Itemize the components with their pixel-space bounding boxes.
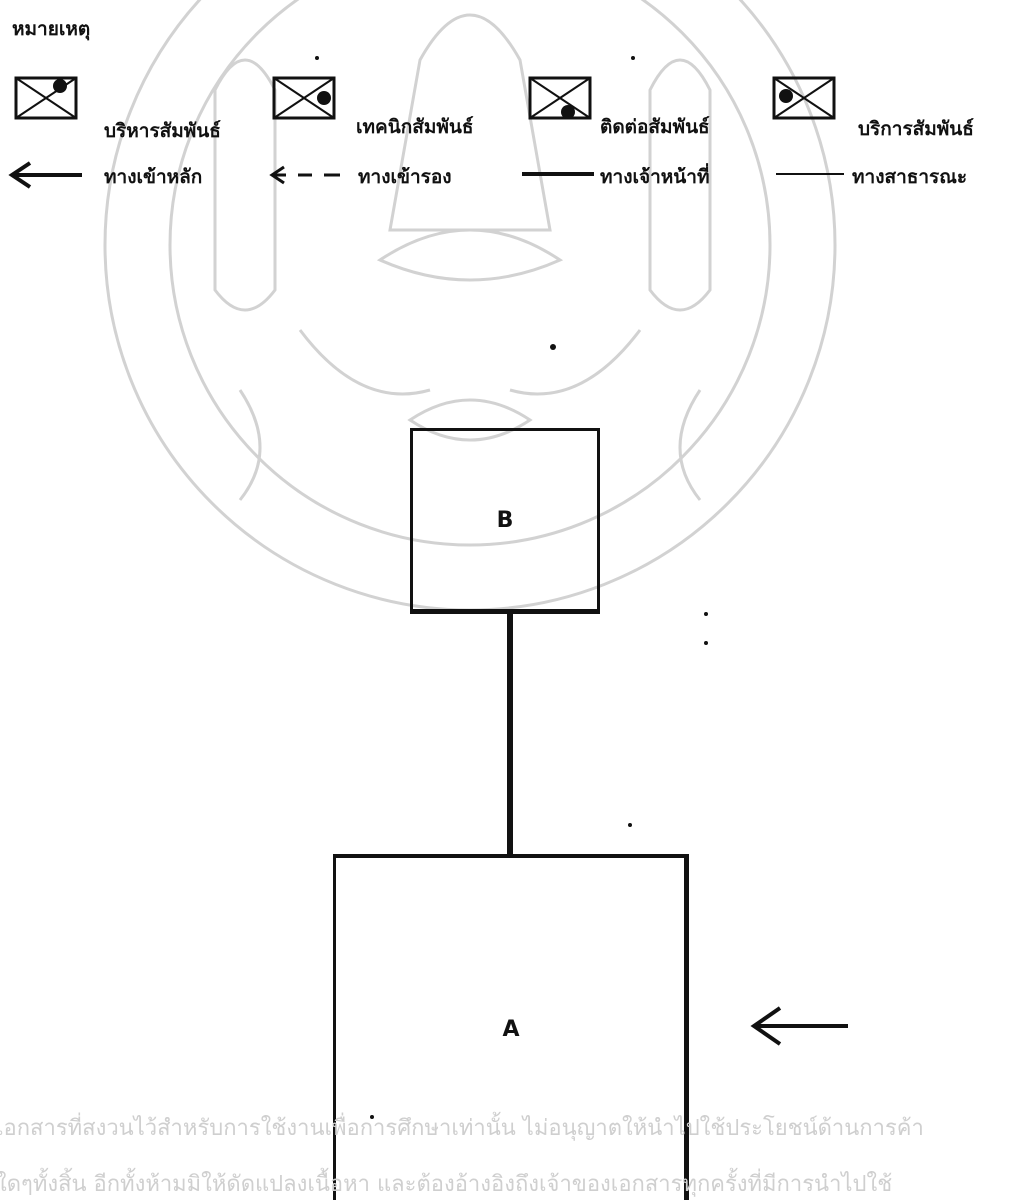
legend-zone-contact-label: ติดต่อสัมพันธ์	[600, 116, 710, 138]
legend-path-secondary-label: ทางเข้ารอง	[358, 166, 452, 188]
legend-zone-technical	[272, 76, 336, 124]
legend-zone-technical-label: เทคนิกสัมพันธ์	[356, 116, 474, 138]
main-entrance-arrow-icon	[8, 161, 82, 189]
watermark-line-1: เอกสารที่สงวนไว้สำหรับการใช้งานเพื่อการศ…	[0, 1116, 924, 1141]
main-entrance-arrow-icon	[750, 1006, 848, 1046]
zone-box-a-label: A	[502, 1017, 520, 1042]
watermark-line-2: ใดๆทั้งสิ้น อีกทั้งห้ามมิให้ดัดแปลงเนื้อ…	[0, 1172, 893, 1197]
zone-box-b-label: B	[496, 508, 514, 533]
zone-box-a	[333, 854, 689, 1200]
crossed-box-dot-top-left-icon	[14, 76, 78, 120]
legend-zone-management	[14, 76, 78, 124]
crossed-box-dot-bottom-icon	[528, 76, 592, 120]
legend-zone-management-label: บริหารสัมพันธ์	[104, 120, 221, 142]
zone-box-b	[410, 428, 600, 614]
legend-zone-contact	[528, 76, 592, 124]
legend-zone-service	[772, 76, 836, 124]
public-path-thin-line-icon	[776, 173, 844, 175]
legend-path-staff-label: ทางเจ้าหน้าที่	[600, 166, 710, 188]
connector-path	[507, 614, 513, 856]
legend-path-public-label: ทางสาธารณะ	[852, 166, 968, 188]
legend-zone-service-label: บริการสัมพันธ์	[858, 118, 974, 140]
legend-title: หมายเหตุ	[12, 18, 91, 40]
legend-path-main-label: ทางเข้าหลัก	[104, 166, 203, 188]
staff-path-thick-line-icon	[522, 172, 594, 176]
crossed-box-dot-left-icon	[772, 76, 836, 120]
secondary-entrance-dashed-arrow-icon	[269, 165, 340, 185]
crossed-box-dot-right-icon	[272, 76, 336, 120]
